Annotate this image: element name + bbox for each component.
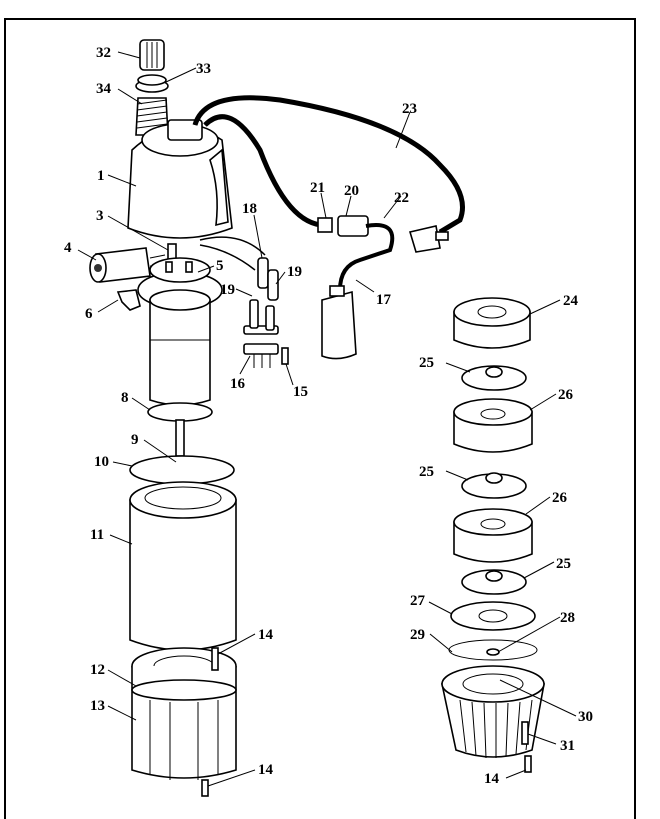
label-14-bottom: 14 — [258, 762, 274, 778]
label-5: 5 — [216, 258, 224, 274]
capacitor-part — [89, 247, 166, 283]
label-27: 27 — [410, 593, 426, 609]
label-30: 30 — [578, 709, 593, 725]
label-18: 18 — [242, 201, 257, 217]
cable-gland-part — [135, 39, 169, 136]
label-26-mid: 26 — [552, 490, 568, 506]
label-6: 6 — [85, 306, 93, 322]
label-1: 1 — [97, 168, 105, 184]
label-11: 11 — [90, 527, 104, 543]
label-34: 34 — [96, 81, 112, 97]
label-13: 13 — [90, 698, 105, 714]
shaft-part — [175, 419, 185, 457]
label-25-bottom: 25 — [556, 556, 571, 572]
housing-11-part — [129, 481, 237, 651]
label-10: 10 — [94, 454, 109, 470]
pump-base-part — [131, 647, 237, 780]
label-25-top: 25 — [419, 355, 434, 371]
diagram-frame — [4, 18, 636, 819]
label-9: 9 — [131, 432, 139, 448]
label-16: 16 — [230, 376, 246, 392]
label-31: 31 — [560, 738, 575, 754]
label-8: 8 — [121, 390, 129, 406]
screw-14-right-part — [524, 755, 532, 773]
screw-14-bottom-part — [201, 779, 209, 797]
label-21: 21 — [310, 180, 325, 196]
label-19-left: 19 — [220, 282, 235, 298]
label-32: 32 — [96, 45, 111, 61]
float-switch-part — [317, 215, 449, 360]
impeller-stack-part — [441, 297, 545, 759]
label-14-top: 14 — [258, 627, 274, 643]
label-19-right: 19 — [287, 264, 302, 280]
label-25-mid: 25 — [419, 464, 434, 480]
label-29: 29 — [410, 627, 425, 643]
label-15: 15 — [293, 384, 308, 400]
label-26-top: 26 — [558, 387, 574, 403]
label-20: 20 — [344, 183, 359, 199]
label-23: 23 — [402, 101, 417, 117]
connector-assembly-part — [243, 257, 279, 368]
label-28: 28 — [560, 610, 575, 626]
motor-cap-part — [127, 119, 233, 239]
label-14-right: 14 — [484, 771, 500, 787]
part-labels: 32 33 34 1 3 4 5 6 8 9 10 11 14 12 13 14… — [64, 45, 593, 787]
screw-15-part — [281, 347, 289, 365]
o-ring-10-part — [129, 455, 235, 485]
o-ring-8-part — [147, 402, 213, 422]
clip-6-part — [116, 289, 141, 311]
label-3: 3 — [96, 208, 104, 224]
label-22: 22 — [394, 190, 409, 206]
label-24: 24 — [563, 293, 579, 309]
label-33: 33 — [196, 61, 211, 77]
label-17: 17 — [376, 292, 392, 308]
cable-bundle — [192, 95, 465, 271]
label-12: 12 — [90, 662, 105, 678]
motor-body-part — [149, 289, 211, 406]
label-4: 4 — [64, 240, 72, 256]
leader-lines — [77, 51, 577, 787]
